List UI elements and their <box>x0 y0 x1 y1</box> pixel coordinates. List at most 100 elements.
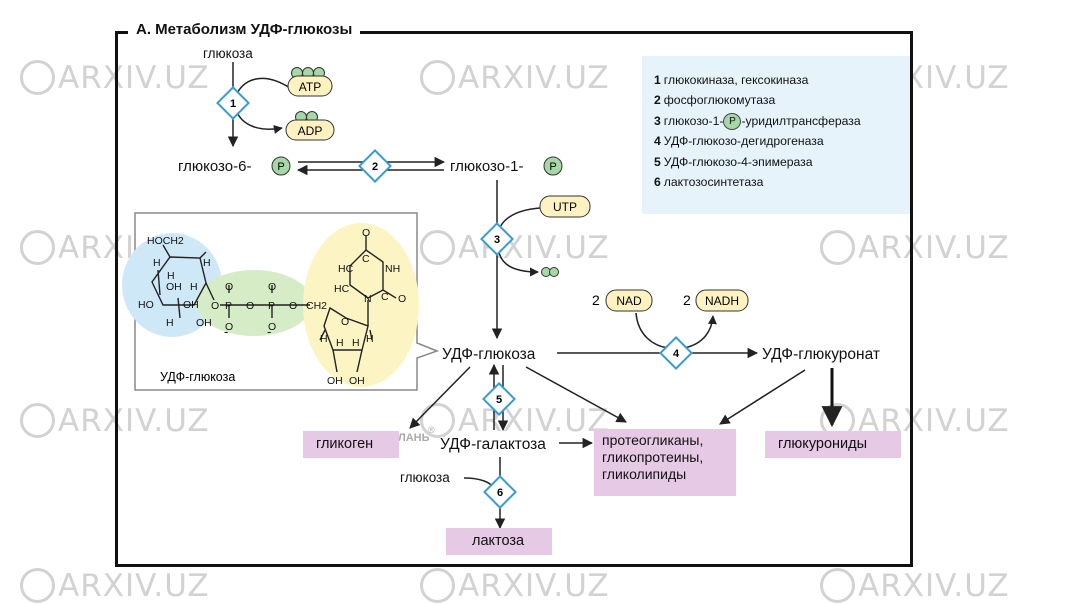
glucose-lower-label: глюкоза <box>400 470 450 485</box>
struct-label: P <box>268 300 275 312</box>
enzyme-4-marker: 4 <box>659 336 693 370</box>
phosphate-g6p: P <box>271 156 291 176</box>
struct-label: N <box>364 293 372 305</box>
svg-text:P: P <box>549 161 556 173</box>
struct-label: O <box>225 281 233 293</box>
struct-label: NH <box>385 263 400 275</box>
watermark-logo-icon <box>420 60 455 95</box>
struct-label: O <box>362 227 370 239</box>
struct-label: HOCH2 <box>147 235 184 247</box>
struct-label: H <box>203 257 211 269</box>
struct-label: C <box>381 291 389 303</box>
struct-charge: - <box>267 324 271 339</box>
watermark-text: ARXIV.UZ <box>58 403 210 439</box>
struct-label: O <box>341 316 349 328</box>
udp-glucuronate-label: УДФ-глюкуронат <box>762 346 880 363</box>
nadh-cofactor: 2 NADH <box>683 289 749 312</box>
svg-text:ATP: ATP <box>299 80 321 94</box>
struct-label: H <box>320 333 328 345</box>
struct-label: O <box>398 293 406 305</box>
struct-label: O <box>211 300 219 312</box>
struct-label: O <box>289 300 297 312</box>
pyrophosphate-icon <box>541 267 559 277</box>
adp-cofactor: ADP <box>285 111 335 141</box>
watermark-logo-icon <box>20 230 55 265</box>
watermark-text: ARXIV.UZ <box>58 60 210 96</box>
watermark-logo-icon <box>420 230 455 265</box>
svg-text:UTP: UTP <box>553 200 577 214</box>
struct-label: H <box>366 333 374 345</box>
watermark-text: ARXIV.UZ <box>58 568 210 604</box>
phosphate-chip: P <box>723 113 742 131</box>
svg-text:1: 1 <box>230 98 236 110</box>
glucose-top-label: глюкоза <box>203 46 253 61</box>
diagram-title: А. Метаболизм УДФ-глюкозы <box>128 21 361 38</box>
watermark-logo-icon <box>420 403 455 438</box>
svg-text:NAD: NAD <box>616 294 642 308</box>
struct-label: H <box>352 337 360 349</box>
utp-cofactor: UTP <box>539 195 591 218</box>
watermark-logo-icon <box>20 60 55 95</box>
watermark-text: ARXIV.UZ <box>458 403 610 439</box>
struct-label: H <box>167 270 175 282</box>
pyrophosphate-highlight <box>196 270 312 336</box>
udp-glucose-label: УДФ-глюкоза <box>442 346 536 363</box>
svg-text:2: 2 <box>372 161 378 173</box>
enzyme-markers: 1 2 3 4 5 6 <box>216 86 693 509</box>
udp-galactose-label: УДФ-галактоза <box>440 436 546 453</box>
structure-caption: УДФ-глюкоза <box>160 370 235 384</box>
struct-label: H <box>153 257 161 269</box>
struct-label: P <box>225 300 232 312</box>
registered-mark: ® <box>428 425 435 435</box>
watermark-text: ARXIV.UZ <box>858 230 1010 266</box>
svg-text:3: 3 <box>494 234 500 246</box>
svg-text:4: 4 <box>673 348 680 360</box>
enzyme-1-marker: 1 <box>216 86 250 120</box>
struct-label: OH <box>183 299 199 311</box>
struct-label: C <box>362 253 370 265</box>
svg-text:NADH: NADH <box>705 294 739 308</box>
glucose-moiety-highlight <box>122 233 222 337</box>
struct-label: HO <box>138 299 154 311</box>
struct-label: H <box>190 281 198 293</box>
struct-label: O <box>225 321 233 333</box>
phosphate-g1p: P <box>543 156 563 176</box>
udp-glucose-structure-inset: HOCH2 H H H OH H HO OH H OH O P O P O CH… <box>122 212 440 391</box>
struct-label: OH <box>196 317 212 329</box>
struct-label: OH <box>327 375 343 387</box>
struct-label: HC <box>338 263 354 275</box>
nad-cofactor: 2 NAD <box>592 289 653 312</box>
diagram-frame <box>115 31 913 567</box>
svg-text:ADP: ADP <box>298 124 323 138</box>
struct-label: O <box>246 300 254 312</box>
lactose-box: лактоза <box>446 528 552 555</box>
watermark-text: ARXIV.UZ <box>458 60 610 96</box>
enzyme-3-marker: 3 <box>480 222 514 256</box>
struct-label: O <box>268 281 276 293</box>
glucuronides-box: глюкурониды <box>765 431 901 458</box>
struct-label: CH2 <box>306 300 327 312</box>
atp-cofactor: ATP <box>287 67 333 97</box>
struct-charge: - <box>224 324 228 339</box>
enzyme-6-marker: 6 <box>483 475 517 509</box>
svg-text:6: 6 <box>497 487 503 499</box>
enzyme-5-marker: 5 <box>482 382 516 416</box>
svg-text:P: P <box>277 161 284 173</box>
g6p-label: глюкозо-6- <box>178 158 251 175</box>
watermark-logo-icon <box>820 230 855 265</box>
watermark-text: ARXIV.UZ <box>458 568 610 604</box>
svg-text:2: 2 <box>592 292 600 308</box>
struct-label: OH <box>349 375 365 387</box>
proteoglycans-box: протеогликаны, гликопротеины, гликолипид… <box>594 429 736 496</box>
watermark-text: ARXIV.UZ <box>858 568 1010 604</box>
struct-label: HC <box>334 283 350 295</box>
struct-label: O <box>268 321 276 333</box>
svg-text:5: 5 <box>496 394 502 406</box>
g1p-label: глюкозо-1- <box>450 158 523 175</box>
